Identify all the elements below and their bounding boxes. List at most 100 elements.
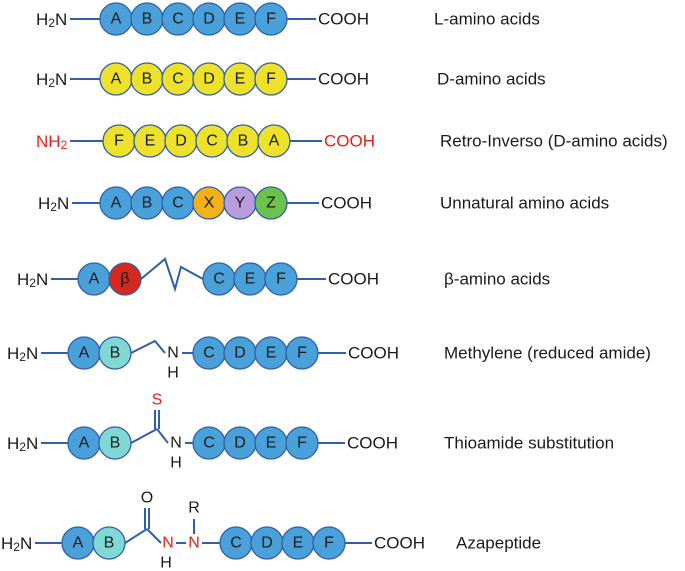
zigzag-bond <box>140 257 204 293</box>
residue-letter: E <box>235 71 246 88</box>
r-group: R <box>188 500 200 517</box>
residue-letter: C <box>230 535 242 552</box>
row-label: Thioamide substitution <box>444 434 614 453</box>
residue-bead: B <box>92 526 126 560</box>
residue-letter: A <box>79 435 90 452</box>
nitrogen-atom-1: N <box>162 535 174 552</box>
residue-circle <box>92 526 126 560</box>
residue-letter: B <box>104 535 115 552</box>
residue-bead: C <box>192 336 226 370</box>
residue-letter: F <box>114 133 124 150</box>
residue-bead: D <box>223 426 257 460</box>
residue-letter: Y <box>235 195 246 212</box>
residue-letter: C <box>172 195 184 212</box>
residue-letter: F <box>266 71 276 88</box>
residue-bead: D <box>192 62 226 96</box>
c-terminus: COOH <box>328 270 379 289</box>
residue-bead: β <box>108 262 142 296</box>
residue-bead: C <box>219 526 253 560</box>
n-terminus: H2N <box>38 194 69 215</box>
residue-bead: B <box>130 62 164 96</box>
residue-letter: A <box>269 133 280 150</box>
c-terminus: COOH <box>318 10 369 29</box>
residue-circle <box>264 262 298 296</box>
c-terminus: COOH <box>348 344 399 363</box>
residue-bead: A <box>99 62 133 96</box>
residue-letter: B <box>142 11 153 28</box>
residue-circle <box>108 262 142 296</box>
residue-bead: F <box>102 124 136 158</box>
residue-letter: C <box>213 271 225 288</box>
residue-letter: A <box>73 535 84 552</box>
residue-letter: A <box>111 195 122 212</box>
c-terminus: COOH <box>374 534 425 553</box>
residue-letter: B <box>110 345 121 362</box>
row-unnatural: H2N A B C X Y Z COOH Unnatural amino acids <box>38 186 609 220</box>
residue-letter: B <box>142 195 153 212</box>
residue-letter: E <box>266 435 277 452</box>
row-label: Retro-Inverso (D-amino acids) <box>440 132 668 151</box>
residue-letter: C <box>203 435 215 452</box>
residue-bead: C <box>161 2 195 36</box>
residue-letter: D <box>234 435 246 452</box>
residue-circle <box>254 186 288 220</box>
c-terminus: COOH <box>321 194 372 213</box>
residue-letter: C <box>203 345 215 362</box>
residue-bead: E <box>281 526 315 560</box>
methylene-bond <box>130 339 166 354</box>
row-label: D-amino acids <box>437 70 546 89</box>
residue-bead: E <box>254 426 288 460</box>
residue-letter: B <box>142 71 153 88</box>
nitrogen-atom: N <box>170 435 182 452</box>
residue-bead: F <box>285 426 319 460</box>
residue-letter: Z <box>266 195 276 212</box>
residue-bead: D <box>223 336 257 370</box>
residue-bead: A <box>61 526 95 560</box>
linker-zigzag <box>140 257 204 293</box>
residue-bead: F <box>312 526 346 560</box>
residue-bead: A <box>257 124 291 158</box>
residue-bead: B <box>98 426 132 460</box>
c-terminus: COOH <box>347 434 398 453</box>
residue-bead: A <box>99 2 133 36</box>
row-label: Unnatural amino acids <box>440 194 609 213</box>
residue-letter: C <box>172 71 184 88</box>
residue-bead: D <box>250 526 284 560</box>
residue-letter: A <box>79 345 90 362</box>
residue-bead: D <box>164 124 198 158</box>
bond-line <box>156 428 169 444</box>
nitrogen-atom: N <box>167 345 179 362</box>
residue-bead: C <box>161 62 195 96</box>
residue-bead: F <box>264 262 298 296</box>
bond-line <box>130 428 158 444</box>
linker-thioamide: SNH <box>130 392 193 472</box>
residue-letter: F <box>276 271 286 288</box>
residue-letter: F <box>324 535 334 552</box>
n-terminus: H2N <box>7 434 38 455</box>
sulfur-atom: S <box>152 392 163 409</box>
n-terminus: H2N <box>36 70 67 91</box>
residue-bead: F <box>285 336 319 370</box>
residue-letter: D <box>203 71 215 88</box>
residue-letter: F <box>266 11 276 28</box>
residue-circle <box>285 336 319 370</box>
residue-bead: B <box>130 186 164 220</box>
residue-letter: C <box>172 11 184 28</box>
residue-bead: A <box>99 186 133 220</box>
residue-bead: E <box>223 62 257 96</box>
residue-circle <box>254 62 288 96</box>
hydrogen-atom: H <box>167 365 179 382</box>
residue-bead: Z <box>254 186 288 220</box>
residue-bead: F <box>254 62 288 96</box>
residue-bead: D <box>192 2 226 36</box>
residue-bead: B <box>226 124 260 158</box>
residue-letter: X <box>204 195 215 212</box>
residue-bead: A <box>77 262 111 296</box>
residue-bead: B <box>130 2 164 36</box>
